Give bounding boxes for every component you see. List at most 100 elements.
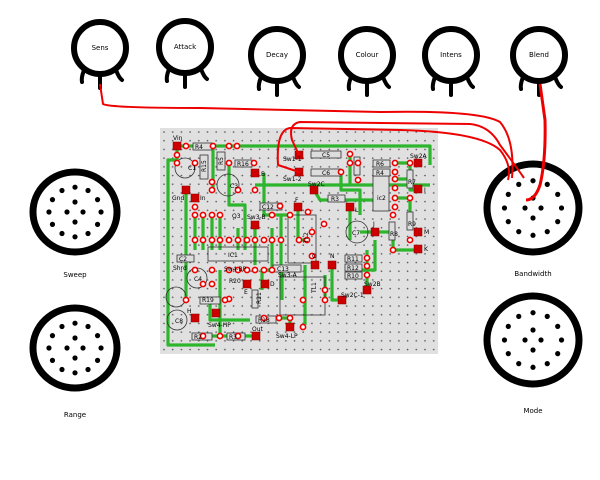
label-sw1-2: Sw1-2 (283, 176, 302, 183)
label-r19: R19 (202, 297, 214, 304)
solder-hole (363, 254, 371, 262)
switch-lug (516, 361, 522, 367)
tl1 (279, 276, 326, 316)
label-sw2c-1: Sw2C-1 (341, 292, 364, 299)
capacitor-c2 (176, 254, 195, 263)
wire-blend (525, 83, 547, 202)
pad-sw3b (250, 220, 260, 230)
solder-hole (354, 159, 362, 167)
resistor-r8 (388, 221, 396, 241)
resistor-r7 (406, 169, 414, 189)
solder-hole (208, 280, 216, 288)
solder-hole (391, 159, 399, 167)
solder-hole (191, 266, 199, 274)
switch-lug (544, 361, 550, 367)
switch-lug (46, 209, 52, 215)
solder-hole (234, 186, 242, 194)
label-r5: R5 (218, 157, 225, 165)
solder-hole (225, 266, 233, 274)
switch-lug (94, 333, 101, 339)
capacitor-c1 (174, 157, 196, 179)
pad-sw2a (413, 158, 423, 168)
pad-sw2c-1 (337, 295, 347, 305)
solder-hole (250, 159, 258, 167)
solder-hole (363, 271, 371, 279)
solder-hole (251, 266, 259, 274)
solder-hole (199, 280, 207, 288)
solder-hole (208, 266, 216, 274)
capacitor-c7 (345, 220, 369, 244)
switch-lug (64, 345, 70, 351)
knob-label: Sens (92, 44, 109, 52)
solder-hole (251, 186, 259, 194)
switch-lug (59, 230, 65, 237)
label-gnd: Gnd (172, 195, 184, 202)
solder-hole (199, 211, 207, 219)
solder-hole (303, 236, 311, 244)
switch-lug (85, 366, 91, 373)
label-ic2: ic2 (377, 195, 386, 202)
solder-hole (321, 296, 329, 304)
switch-lug (558, 337, 565, 343)
solder-hole (346, 159, 354, 167)
pad-l (345, 202, 355, 212)
label-sw2c: Sw2C (308, 181, 325, 188)
pot-leg-icon (114, 68, 124, 82)
switch-lug (94, 357, 101, 363)
label-r18: R18 (258, 317, 270, 324)
rotary-switch-sweep: Sweep (29, 168, 121, 279)
solder-hole (275, 314, 283, 322)
switch-lug (544, 181, 550, 187)
label-m: M (424, 229, 429, 236)
solder-hole (216, 211, 224, 219)
resistor-r19 (199, 296, 221, 305)
label-r3b: R3 (229, 334, 237, 341)
pot-leg-icon (465, 75, 475, 89)
pot-leg-icon (164, 67, 171, 83)
label-r9: R9 (408, 221, 416, 228)
switch-lug (516, 229, 522, 235)
solder-hole (295, 236, 303, 244)
wire-sw1-2 (276, 127, 510, 181)
switch-lug (555, 219, 561, 225)
pad-m (413, 227, 423, 237)
label-h: H (187, 308, 192, 315)
switch-lug (555, 323, 561, 329)
solder-hole (173, 151, 181, 159)
resistor-r9 (406, 211, 414, 231)
solder-hole (234, 236, 242, 244)
label-sw3a: Sw3-A (278, 272, 298, 279)
rotary-switch-mode: Mode (483, 292, 583, 415)
switch-lug (544, 229, 550, 235)
solder-hole (234, 266, 242, 274)
solder-hole (234, 332, 242, 340)
label-r7: R7 (408, 179, 416, 186)
pot-leg-icon (553, 75, 563, 89)
label-r2: R2 (194, 334, 202, 341)
capacitor-c8 (166, 309, 188, 331)
switch-lug (516, 181, 522, 187)
switch-lug (49, 197, 56, 203)
solder-hole (243, 236, 251, 244)
switch-lug (64, 209, 70, 215)
rotary-switch-range: Range (29, 304, 121, 419)
solder-hole (216, 236, 224, 244)
label-c1: C1 (188, 165, 196, 172)
switch-lug (505, 351, 511, 357)
switch-label: Sweep (63, 271, 87, 279)
label-c12: C12 (262, 204, 274, 211)
label-c7: C7 (352, 230, 360, 237)
switch-lug (530, 232, 536, 238)
solder-hole (268, 211, 276, 219)
switch-lug (72, 320, 78, 326)
pot-leg-icon (430, 75, 437, 91)
solder-hole (406, 236, 414, 244)
solder-hole (191, 236, 199, 244)
label-r10: R10 (347, 273, 359, 280)
switch-lug (72, 234, 78, 240)
resistor-r21 (251, 289, 259, 309)
solder-hole (346, 150, 354, 158)
solder-hole (354, 176, 362, 184)
